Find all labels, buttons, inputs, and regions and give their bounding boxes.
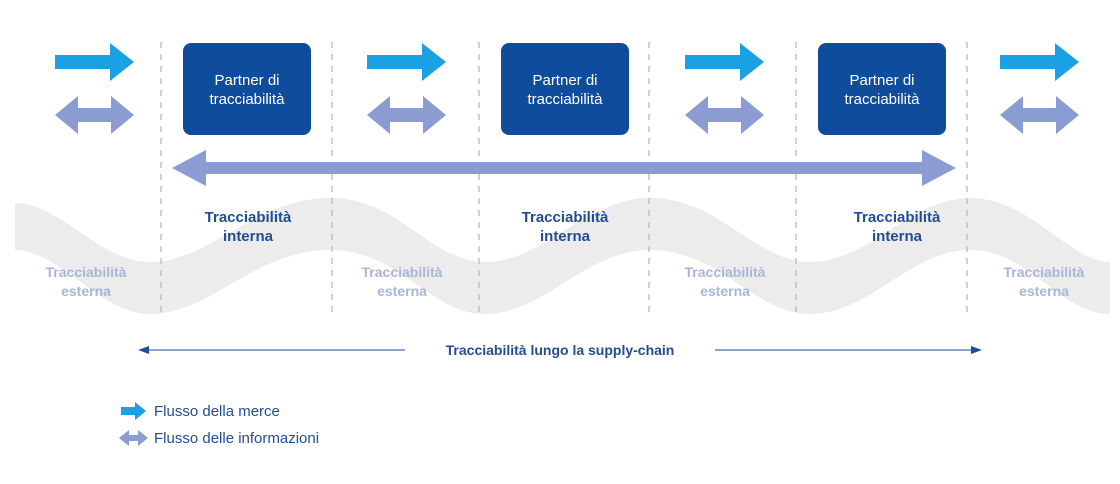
partner-label-line1: Partner di (849, 72, 914, 89)
long-info-flow-arrow-icon (172, 150, 956, 186)
internal-label-line1: Tracciabilità (205, 209, 292, 226)
legend-goods-arrow-icon (121, 402, 146, 420)
partner-label-line2: tracciabilità (844, 91, 920, 108)
goods-flow-arrow-icon (367, 43, 446, 81)
partner-label-line1: Partner di (214, 72, 279, 89)
goods-flow-arrow-icon (1000, 43, 1079, 81)
external-label-line2: esterna (61, 283, 111, 299)
info-flow-arrow-icon (55, 96, 134, 134)
partner-box: Partner di tracciabilità (501, 43, 629, 135)
info-flow-arrow-icon (367, 96, 446, 134)
partner-label-line1: Partner di (532, 72, 597, 89)
external-label-line1: Tracciabilità (685, 264, 766, 280)
info-flow-arrow-icon (685, 96, 764, 134)
internal-traceability-label: Tracciabilità interna (854, 209, 941, 245)
legend-goods-label: Flusso della merce (154, 403, 280, 420)
external-label-line1: Tracciabilità (1004, 264, 1085, 280)
partner-box: Partner di tracciabilità (183, 43, 311, 135)
external-label-line2: esterna (700, 283, 750, 299)
legend: Flusso della merce Flusso delle informaz… (119, 402, 319, 447)
internal-label-line1: Tracciabilità (854, 209, 941, 226)
internal-traceability-label: Tracciabilità interna (205, 209, 292, 245)
external-label-line2: esterna (377, 283, 427, 299)
partner-label-line2: tracciabilità (209, 91, 285, 108)
internal-label-line1: Tracciabilità (522, 209, 609, 226)
info-flow-arrows (55, 96, 1079, 134)
goods-flow-arrow-icon (685, 43, 764, 81)
goods-flow-arrow-icon (55, 43, 134, 81)
external-traceability-label: Tracciabilità esterna (46, 264, 127, 299)
arrowhead-left-icon (138, 346, 149, 354)
internal-label-line2: interna (540, 228, 591, 245)
partner-label-line2: tracciabilità (527, 91, 603, 108)
supply-chain-span: Tracciabilità lungo la supply-chain (138, 342, 982, 358)
arrowhead-right-icon (971, 346, 982, 354)
external-traceability-label: Tracciabilità esterna (685, 264, 766, 299)
legend-info-arrow-icon (119, 430, 148, 446)
goods-flow-arrows (55, 43, 1079, 81)
external-traceability-label: Tracciabilità esterna (1004, 264, 1085, 299)
external-label-line1: Tracciabilità (362, 264, 443, 280)
internal-traceability-label: Tracciabilità interna (522, 209, 609, 245)
supply-chain-label: Tracciabilità lungo la supply-chain (446, 342, 675, 358)
internal-label-line2: interna (872, 228, 923, 245)
info-flow-arrow-icon (1000, 96, 1079, 134)
partner-box: Partner di tracciabilità (818, 43, 946, 135)
legend-info-label: Flusso delle informazioni (154, 430, 319, 447)
internal-label-line2: interna (223, 228, 274, 245)
external-traceability-label: Tracciabilità esterna (362, 264, 443, 299)
external-label-line2: esterna (1019, 283, 1069, 299)
external-label-line1: Tracciabilità (46, 264, 127, 280)
dashed-dividers (160, 42, 968, 318)
traceability-band (15, 198, 1110, 314)
